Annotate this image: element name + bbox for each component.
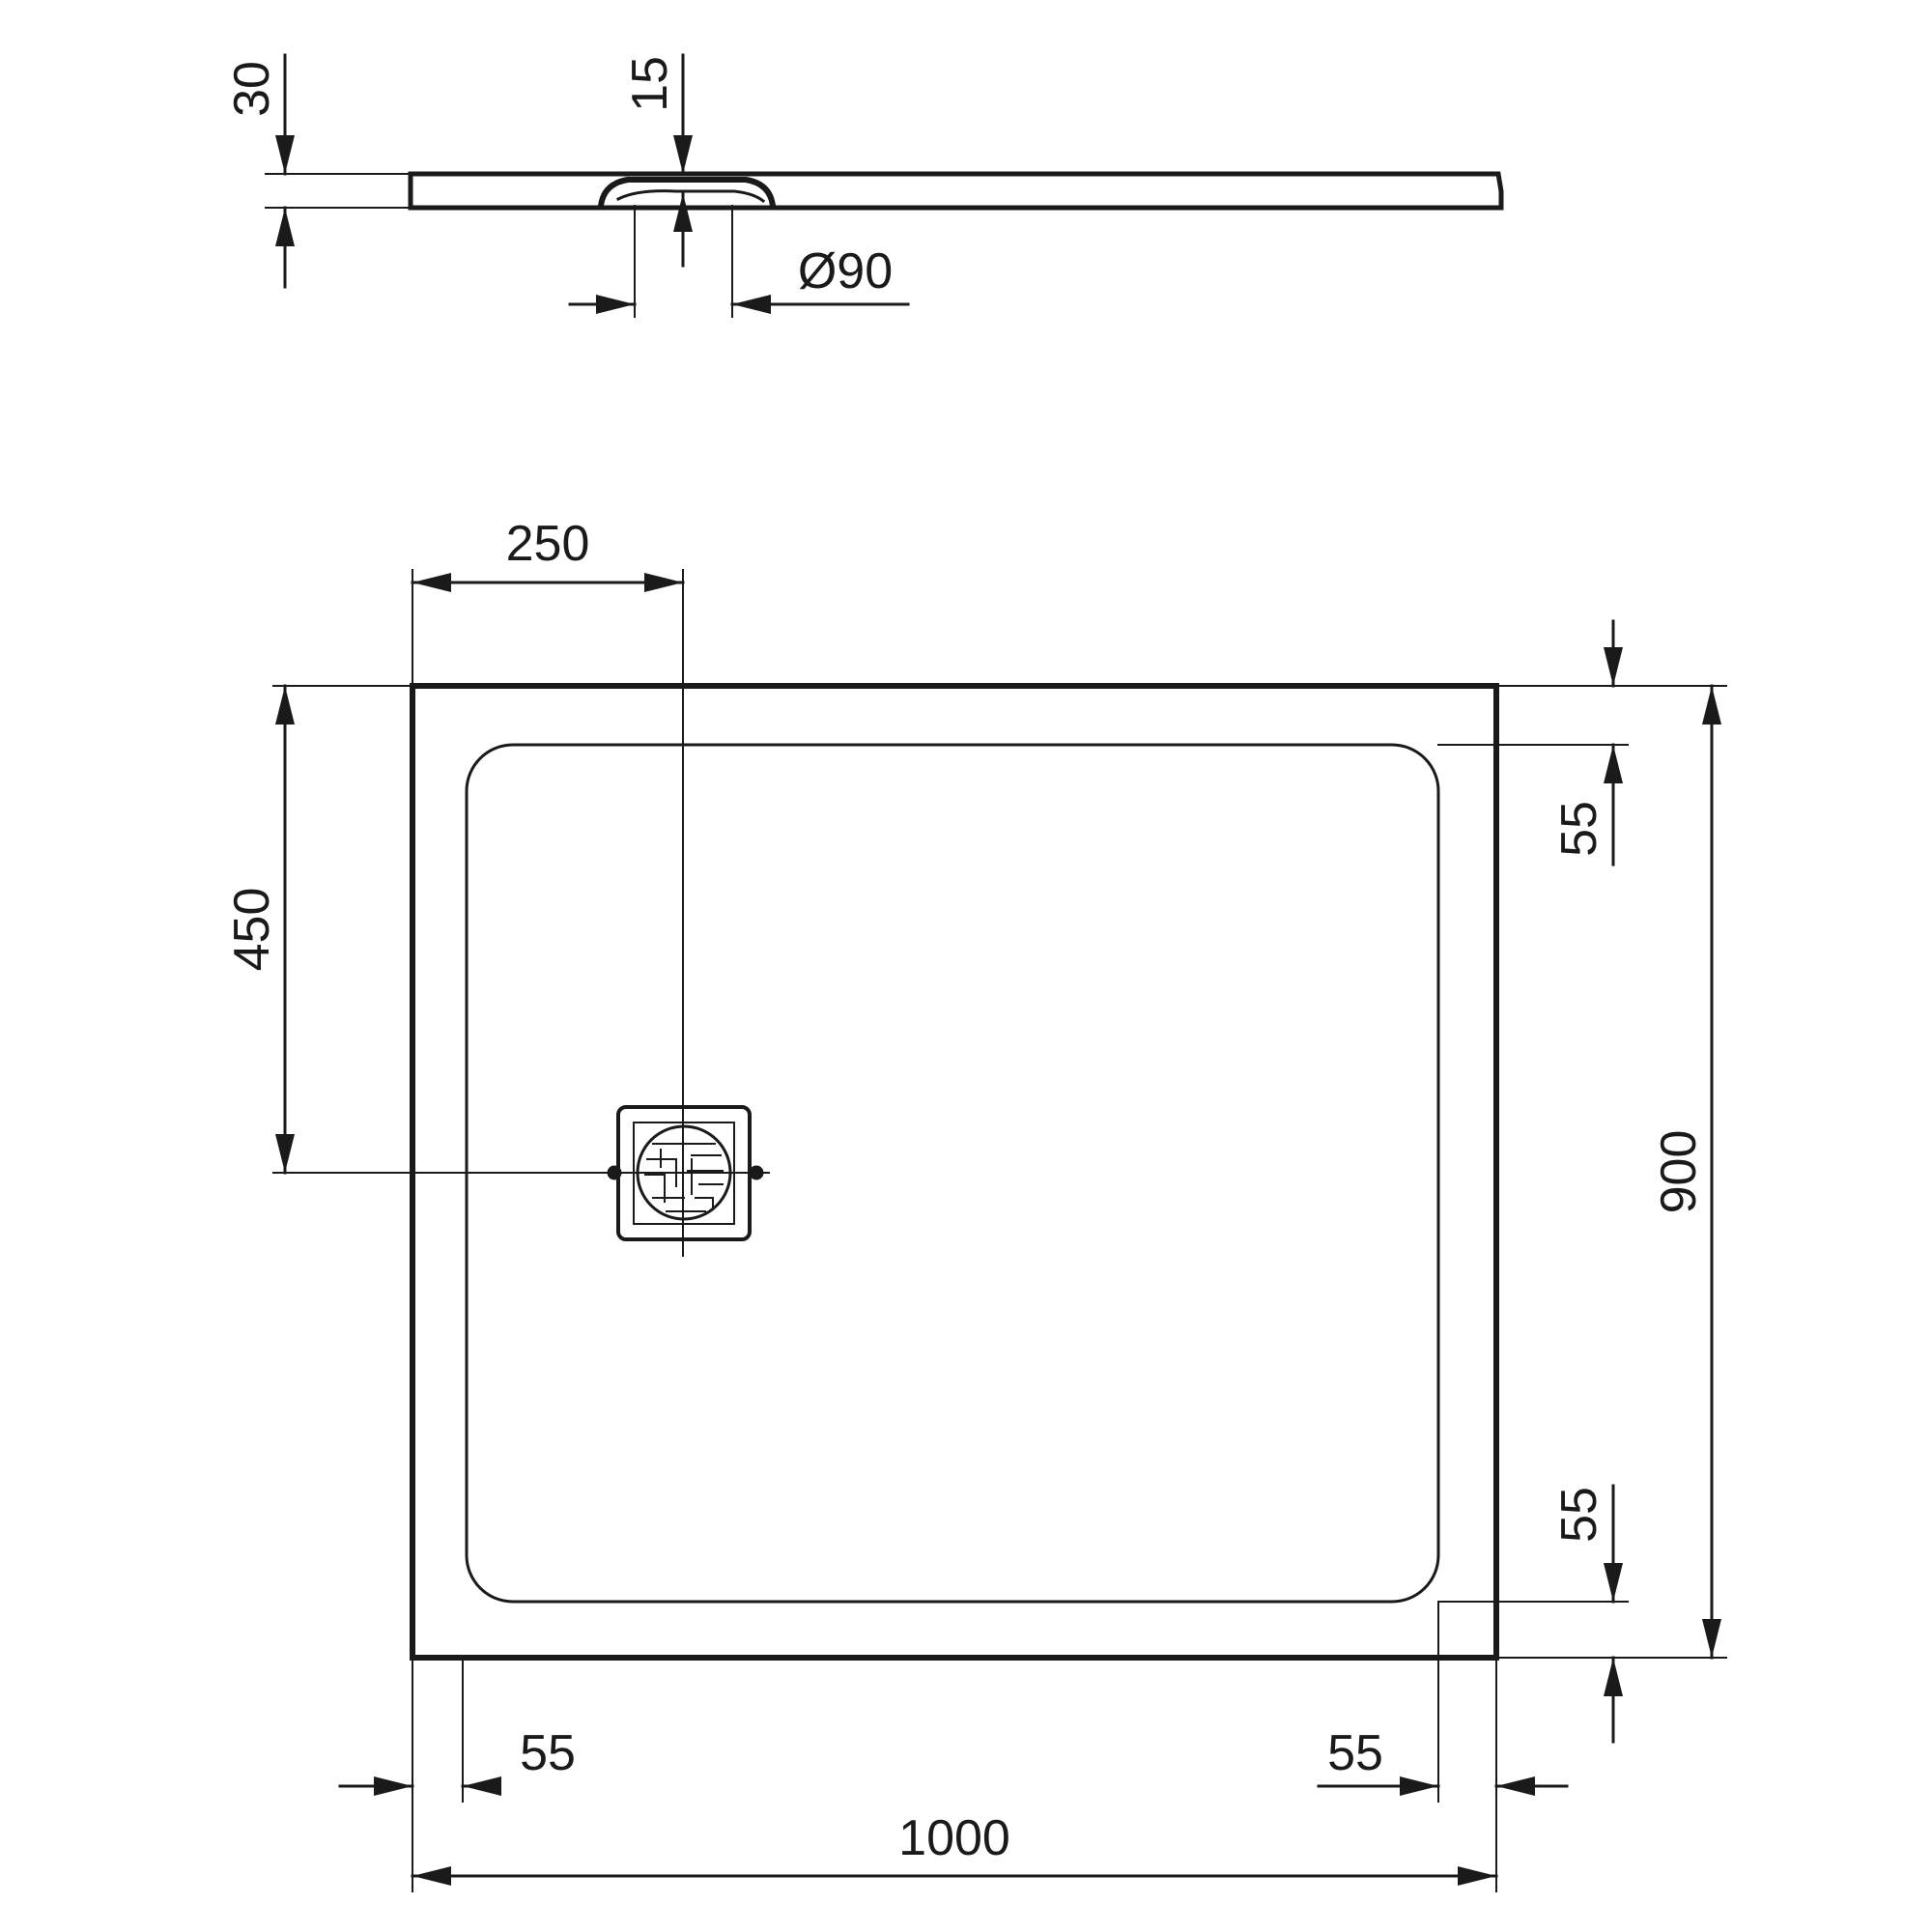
plan-view: 250 450 55 55 900 55 55 [224, 516, 1727, 1892]
border-top-label: 55 [1551, 801, 1607, 857]
drain-profile [597, 177, 777, 210]
drain-depth-label: 15 [622, 56, 678, 112]
drain-y-offset-label: 450 [224, 888, 280, 972]
border-right-label: 55 [1327, 1725, 1383, 1781]
drain-profile-inner [615, 189, 766, 204]
total-depth-label: 900 [1651, 1130, 1707, 1214]
height-label: 30 [224, 61, 280, 117]
total-width-label: 1000 [898, 1810, 1010, 1866]
drain-x-offset-label: 250 [506, 516, 590, 572]
tray-profile [408, 171, 1504, 211]
side-view: 30 15 Ø90 [224, 53, 1504, 318]
drain-diameter-label: Ø90 [798, 243, 893, 299]
border-bottom-label: 55 [1551, 1487, 1607, 1543]
border-left-label: 55 [520, 1725, 576, 1781]
